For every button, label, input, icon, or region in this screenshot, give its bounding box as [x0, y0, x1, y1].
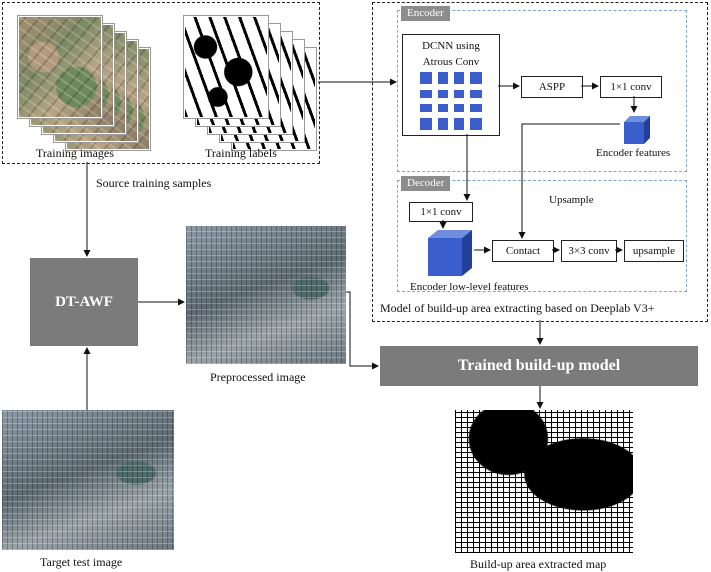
training-labels-label: Training labels: [205, 146, 277, 160]
source-samples-caption: Source training samples: [96, 176, 212, 190]
encoder-region: [397, 10, 687, 172]
low-level-features-cube-icon: [428, 230, 472, 276]
dcnn-box: DCNN using Atrous Conv: [402, 34, 500, 136]
dcnn-line1: DCNN using: [422, 40, 480, 52]
training-label: [184, 16, 268, 118]
conv3x3-box: 3×3 conv: [561, 240, 617, 262]
encoder-features-cube-icon: [624, 116, 650, 144]
target-test-label: Target test image: [40, 555, 123, 569]
arrow-features-to-contact: [518, 123, 620, 239]
low-level-features-label: Encoder low-level features: [410, 281, 529, 293]
trained-model-box: Trained build-up model: [380, 346, 698, 386]
dtawf-box: DT-AWF: [30, 258, 138, 346]
source-samples-region: [2, 2, 320, 164]
target-test-image: [2, 410, 174, 550]
upsample-box: upsample: [624, 240, 684, 262]
extracted-map-label: Build-up area extracted map: [470, 557, 607, 571]
encoder-tag: Encoder: [401, 6, 450, 21]
conv1x1-encoder-box: 1×1 conv: [600, 76, 662, 98]
contact-box: Contact: [492, 240, 554, 262]
dcnn-line2: Atrous Conv: [422, 56, 480, 68]
training-image: [18, 16, 102, 118]
decoder-tag: Decoder: [401, 176, 451, 191]
training-images-label: Training images: [36, 146, 114, 160]
decoder-region: [397, 180, 687, 292]
extracted-map-image: [455, 410, 633, 553]
preprocessed-image: [186, 226, 346, 364]
conv1x1-decoder-box: 1×1 conv: [409, 202, 473, 222]
model-caption: Model of build-up area extracting based …: [380, 301, 655, 315]
upsample-label: Upsample: [549, 194, 594, 206]
atrous-grid-icon: [420, 72, 482, 130]
aspp-box: ASPP: [521, 76, 583, 98]
encoder-features-label: Encoder features: [596, 147, 671, 159]
preprocessed-label: Preprocessed image: [210, 370, 306, 384]
arrow-preprocessed-to-model: [346, 291, 379, 370]
